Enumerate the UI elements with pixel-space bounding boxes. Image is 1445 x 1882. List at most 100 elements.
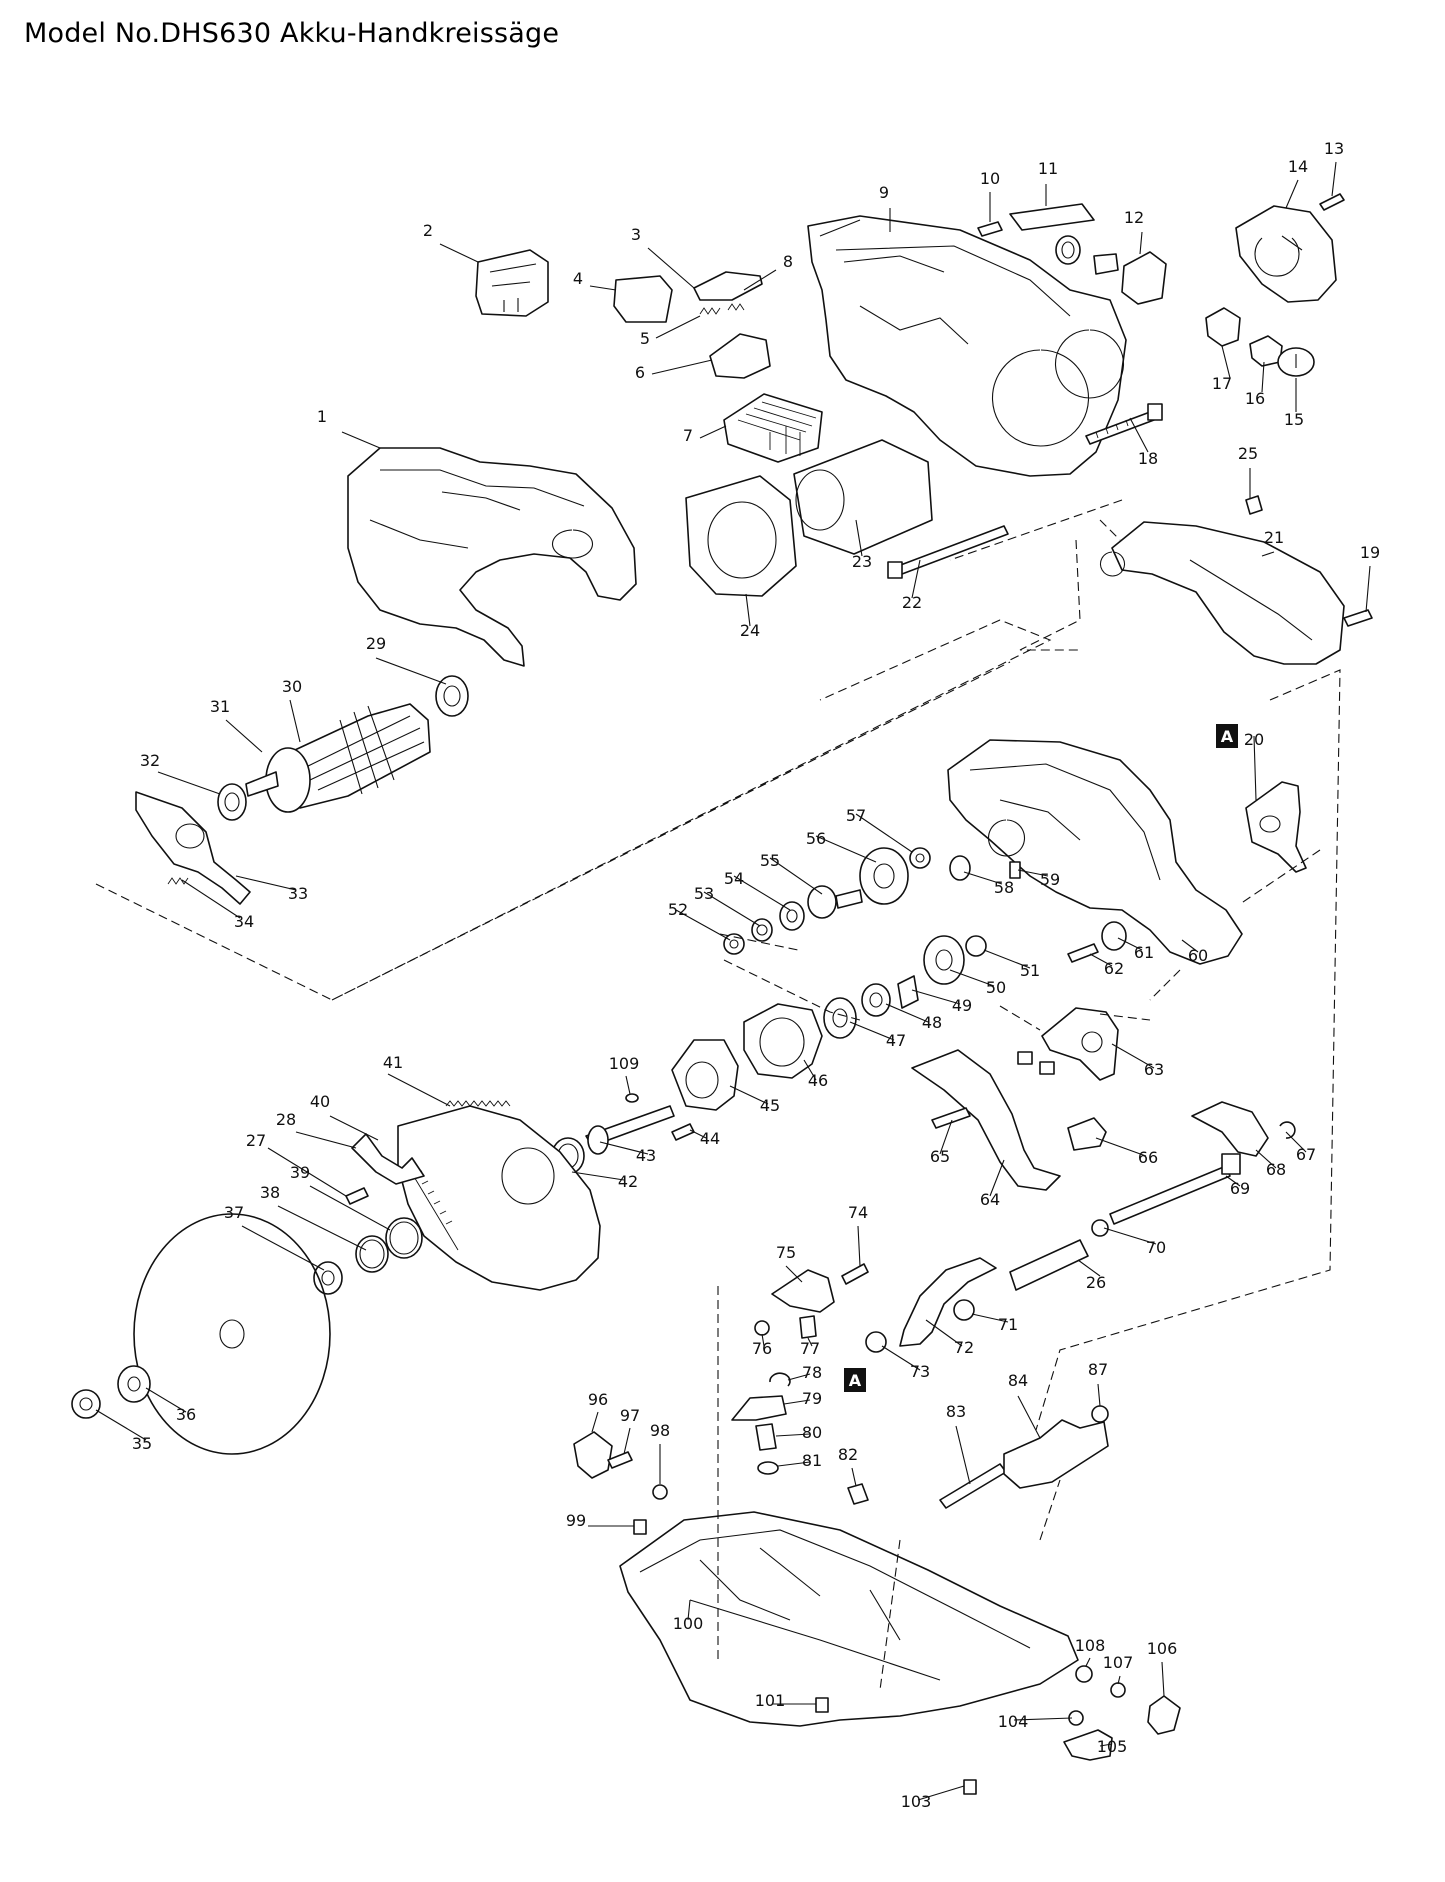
- part-number-79: 79: [802, 1389, 822, 1408]
- switch-17: [1205, 307, 1241, 347]
- part-number-77: 77: [800, 1339, 820, 1358]
- part-number-19: 19: [1360, 543, 1380, 562]
- part-number-82: 82: [838, 1445, 858, 1464]
- screw-62: [1067, 943, 1099, 963]
- part-number-103: 103: [901, 1792, 932, 1811]
- gear-56: [859, 847, 909, 905]
- part-number-40: 40: [310, 1092, 330, 1111]
- springs: [699, 303, 745, 315]
- part-number-64: 64: [980, 1190, 1000, 1209]
- nut-108: [1075, 1665, 1093, 1683]
- part-number-9: 9: [879, 183, 889, 202]
- bearing-box-45: [671, 1039, 739, 1111]
- bolt-80: [755, 1423, 777, 1451]
- assembly-lines: [95, 499, 1341, 1691]
- motor-yoke-23: [793, 439, 933, 555]
- nut-76: [754, 1320, 770, 1336]
- washer-70: [1091, 1219, 1109, 1237]
- lamp-16: [1249, 335, 1283, 367]
- reference-mark-a-2: A: [844, 1368, 866, 1392]
- part-number-24: 24: [740, 621, 760, 640]
- motor-cover-14: [1235, 205, 1337, 303]
- screw-18: [1085, 403, 1163, 445]
- gear-50: [923, 935, 965, 985]
- part-number-13: 13: [1324, 139, 1344, 158]
- part-number-15: 15: [1284, 410, 1304, 429]
- part-number-53: 53: [694, 884, 714, 903]
- shaft-26: [1009, 1239, 1089, 1291]
- bearing-29: [435, 675, 469, 717]
- part-number-97: 97: [620, 1406, 640, 1425]
- leader-lines: [95, 161, 1371, 1801]
- part-number-60: 60: [1188, 946, 1208, 965]
- part-number-42: 42: [618, 1172, 638, 1191]
- pinion-55: [807, 885, 863, 919]
- part-number-41: 41: [383, 1053, 403, 1072]
- part-number-57: 57: [846, 806, 866, 825]
- part-number-62: 62: [1104, 959, 1124, 978]
- spring-34: [167, 877, 189, 885]
- nut-87: [1091, 1405, 1109, 1423]
- washer-73: [865, 1331, 887, 1353]
- part-number-58: 58: [994, 878, 1014, 897]
- ring-38: [355, 1235, 389, 1273]
- part-number-49: 49: [952, 996, 972, 1015]
- part-number-48: 48: [922, 1013, 942, 1032]
- part-number-27: 27: [246, 1131, 266, 1150]
- part-number-74: 74: [848, 1203, 868, 1222]
- part-number-1: 1: [317, 407, 327, 426]
- pin-109: [625, 1093, 639, 1103]
- blade-guard-41: [397, 1105, 601, 1291]
- bushing-49: [897, 975, 919, 1009]
- part-number-32: 32: [140, 751, 160, 770]
- part-number-52: 52: [668, 900, 688, 919]
- reference-label: A: [1221, 727, 1234, 746]
- part-number-26: 26: [1086, 1273, 1106, 1292]
- part-number-43: 43: [636, 1146, 656, 1165]
- knob-106: [1147, 1695, 1181, 1735]
- lever-79: [731, 1395, 787, 1421]
- safety-cover-64: [911, 1049, 1061, 1191]
- ring-39: [385, 1217, 423, 1259]
- part-number-81: 81: [802, 1451, 822, 1470]
- screw-19: [1343, 609, 1373, 627]
- part-number-21: 21: [1264, 528, 1284, 547]
- sleeve-58: [949, 855, 971, 881]
- part-number-20: 20: [1244, 730, 1264, 749]
- part-number-61: 61: [1134, 943, 1154, 962]
- ring-53: [751, 918, 773, 942]
- part-number-65: 65: [930, 1147, 950, 1166]
- page-title: Model No.DHS630 Akku-Handkreissäge: [24, 18, 560, 49]
- part-number-16: 16: [1245, 389, 1265, 408]
- reference-label: A: [849, 1371, 862, 1390]
- bearing-54: [779, 901, 805, 931]
- guide-72: [899, 1257, 997, 1347]
- guard-lever-63: [1041, 1007, 1119, 1081]
- screw-74: [841, 1263, 869, 1285]
- part-number-76: 76: [752, 1339, 772, 1358]
- bolt-44: [671, 1123, 695, 1141]
- flange-36: [117, 1365, 151, 1403]
- screw-13: [1319, 193, 1345, 211]
- part-number-99: 99: [566, 1511, 586, 1530]
- bracket-84: [1003, 1419, 1109, 1489]
- label-11: [1009, 203, 1095, 231]
- switch-12: [1093, 251, 1167, 305]
- screw-27: [345, 1187, 369, 1205]
- screw-10: [977, 221, 1003, 237]
- part-number-71: 71: [998, 1315, 1018, 1334]
- part-number-3: 3: [631, 225, 641, 244]
- part-number-68: 68: [1266, 1160, 1286, 1179]
- base-plate-100: [619, 1511, 1079, 1727]
- lever-68: [1191, 1101, 1269, 1157]
- part-number-29: 29: [366, 634, 386, 653]
- washer-98: [652, 1484, 668, 1500]
- screw-83: [939, 1463, 1007, 1509]
- part-number-45: 45: [760, 1096, 780, 1115]
- blade-case-21: [1100, 521, 1345, 665]
- part-number-46: 46: [808, 1071, 828, 1090]
- gear-housing: [947, 739, 1243, 965]
- small-parts-63b: [1017, 1051, 1055, 1075]
- bearing-47: [823, 997, 857, 1039]
- baffle-plate-33: [135, 791, 251, 905]
